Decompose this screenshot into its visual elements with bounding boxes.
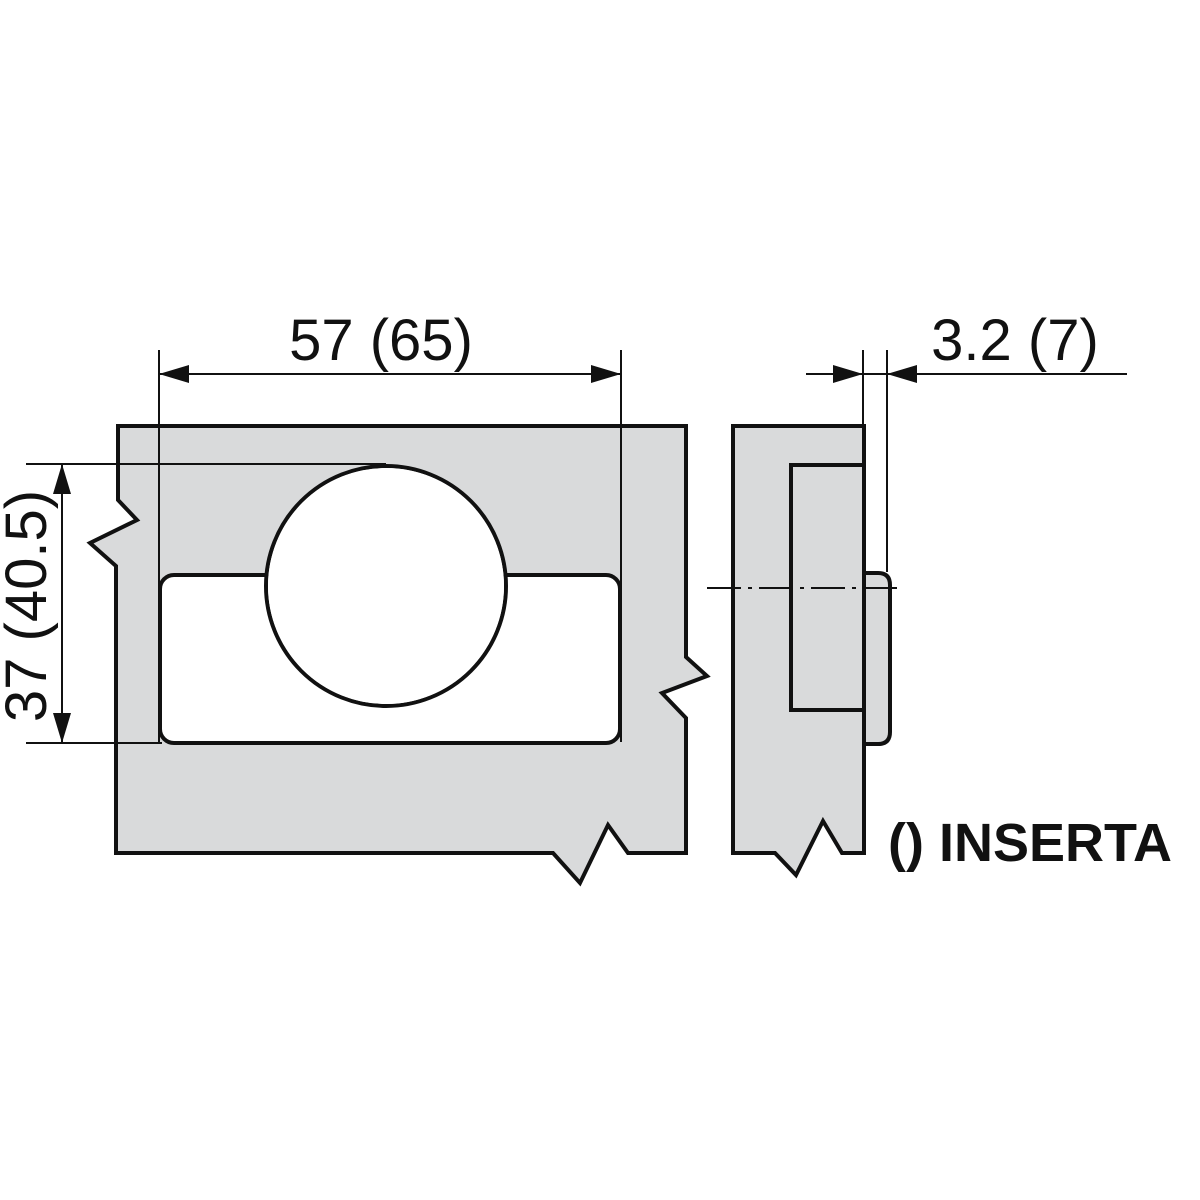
depth-arrow-right	[887, 365, 917, 383]
depth-arrow-left	[833, 365, 863, 383]
cup-bore-fill	[268, 468, 504, 704]
height-arrow-top	[53, 464, 71, 494]
inserta-legend: () INSERTA	[888, 813, 1172, 873]
height-arrow-bottom	[53, 713, 71, 743]
width-arrow-left	[159, 365, 189, 383]
cup-flange	[862, 571, 892, 746]
height-dimension-label: 37 (40.5)	[0, 490, 59, 722]
width-dimension-label: 57 (65)	[289, 308, 473, 373]
depth-dimension-label: 3.2 (7)	[931, 308, 1099, 373]
width-arrow-right	[591, 365, 621, 383]
